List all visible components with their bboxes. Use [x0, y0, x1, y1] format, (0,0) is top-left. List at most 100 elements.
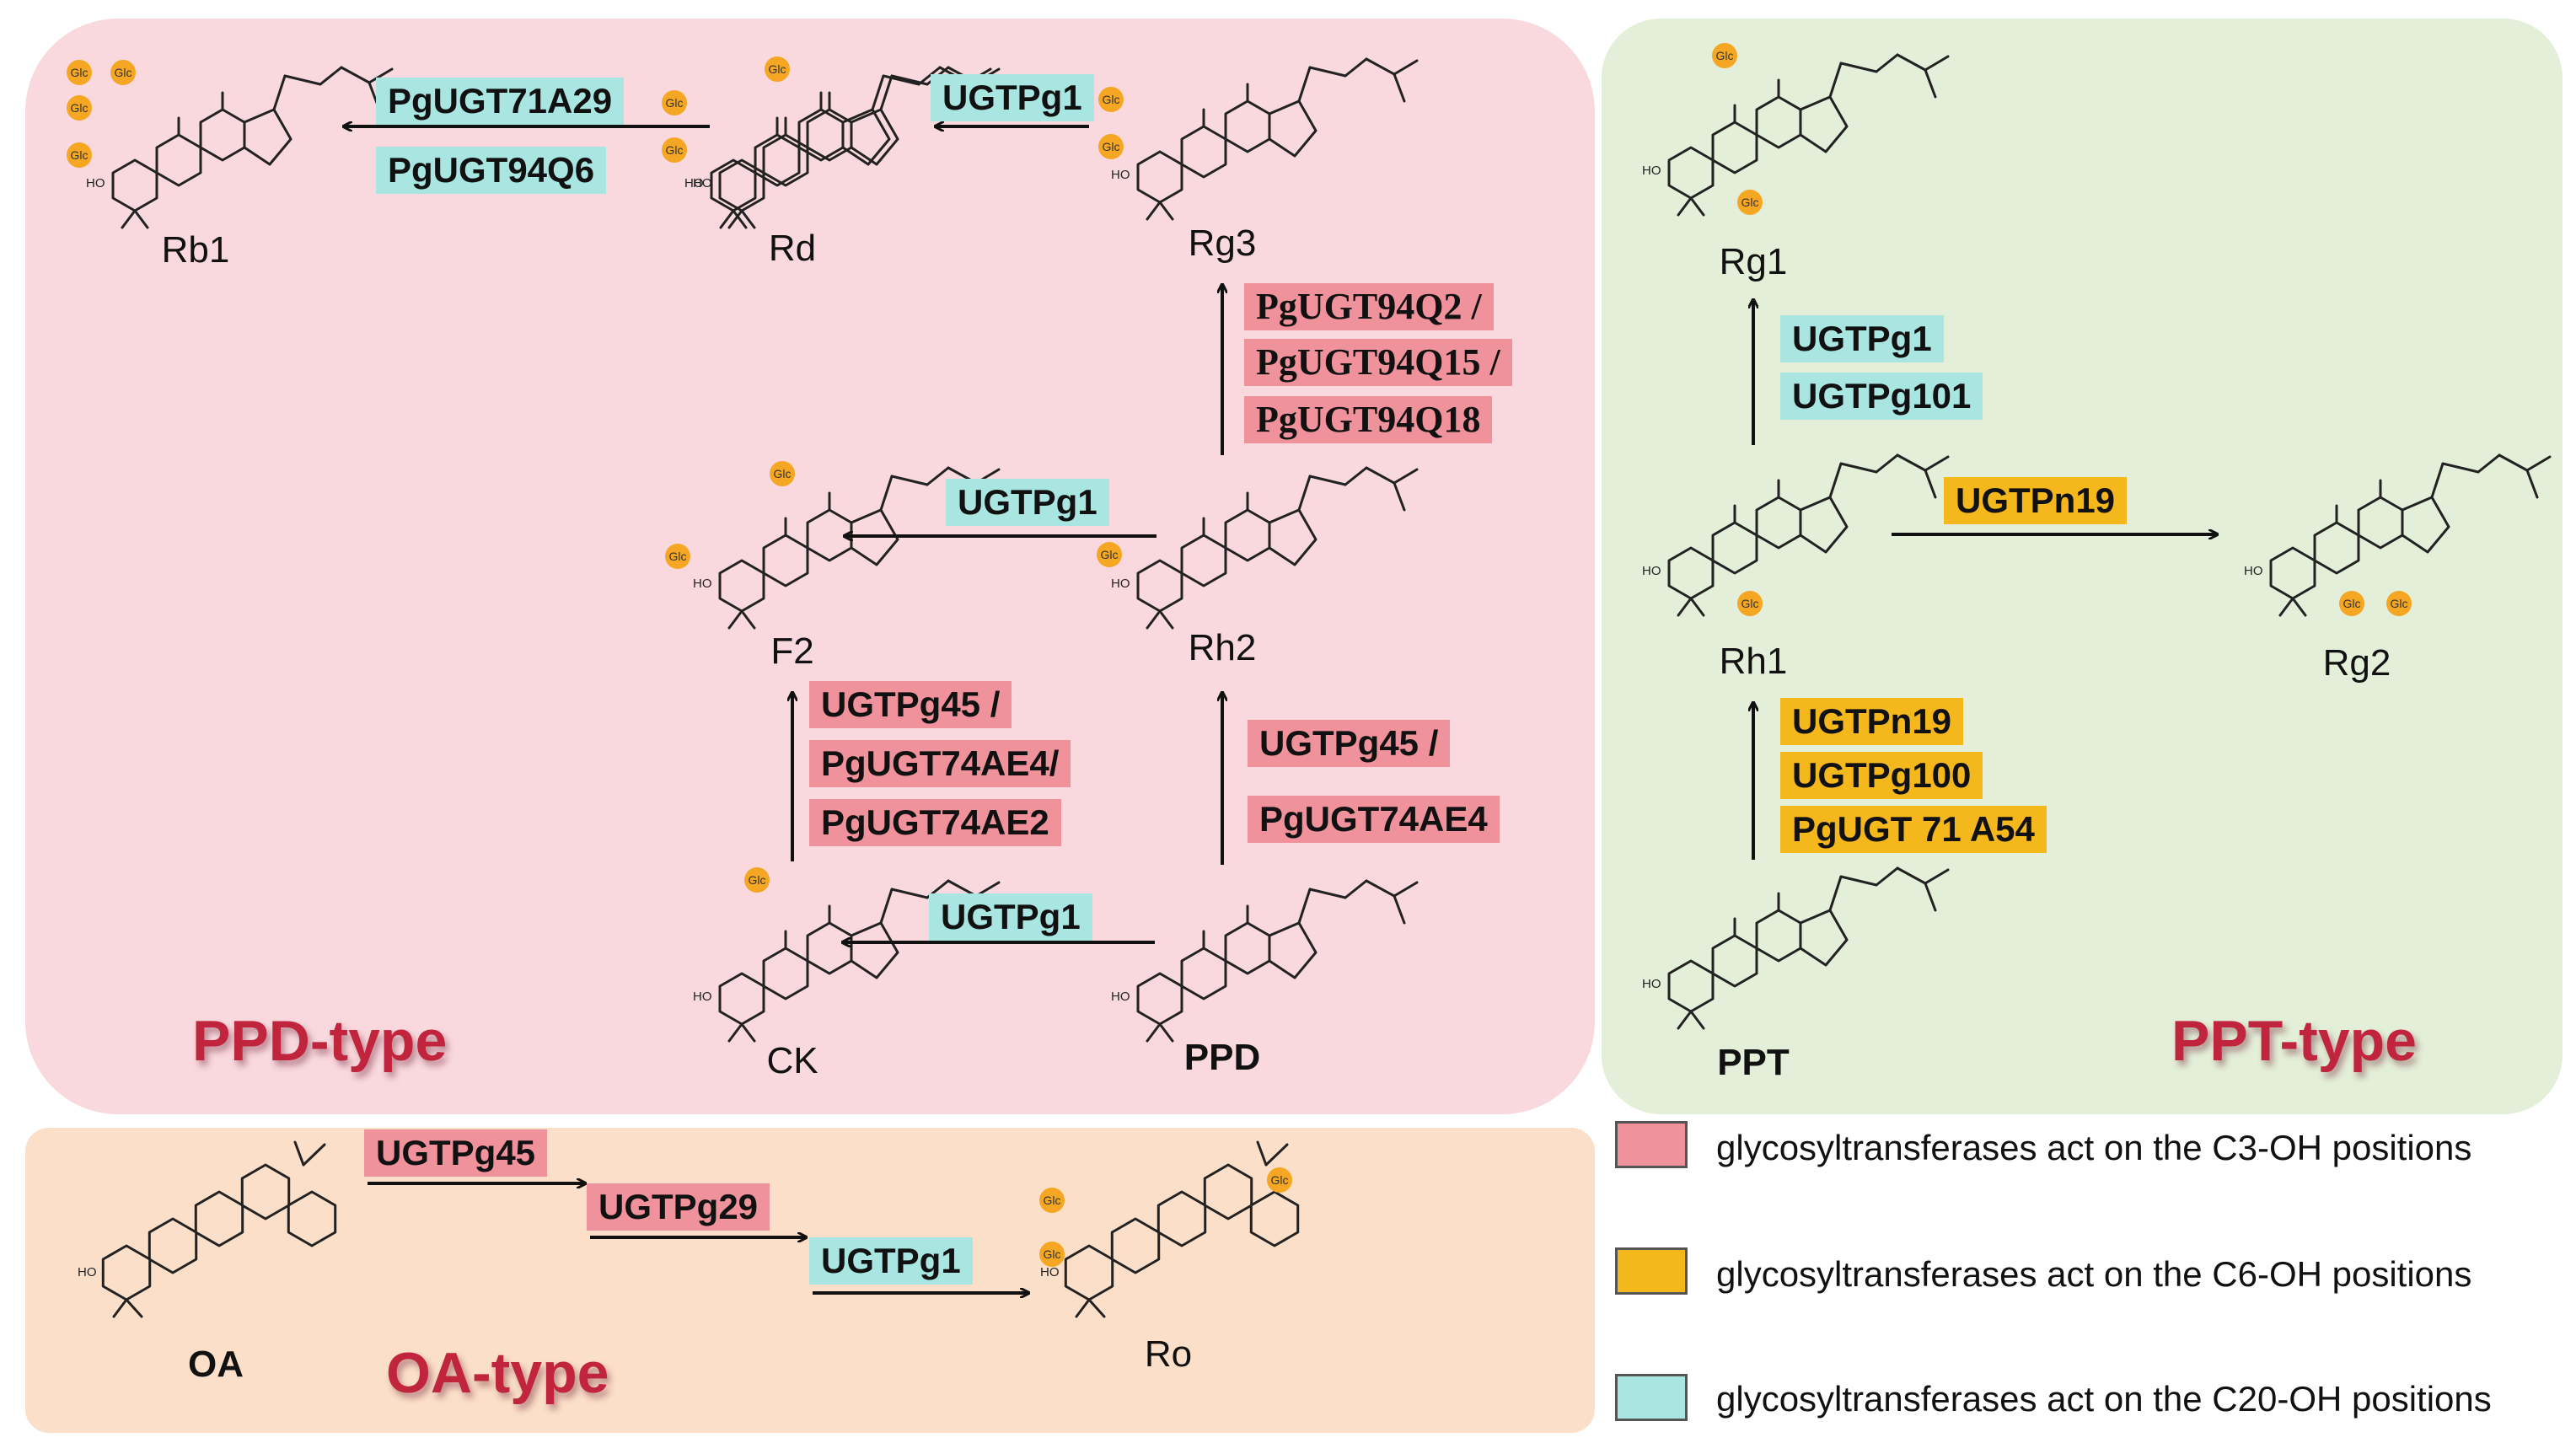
compound-label-rh2: Rh2 [1188, 627, 1257, 668]
svg-text:Glc: Glc [666, 143, 684, 157]
glc-sugar-icon: Glc [744, 867, 770, 893]
legend-text-c6: glycosyltransferases act on the C6-OH po… [1716, 1254, 2472, 1294]
svg-text:HO: HO [693, 990, 712, 1004]
compound-label-ppt: PPT [1717, 1042, 1790, 1083]
ppd-type-panel [25, 19, 1595, 1114]
glc-sugar-icon: Glc [67, 60, 92, 85]
glc-sugar-icon: Glc [1097, 542, 1122, 567]
glc-sugar-icon: Glc [1039, 1188, 1065, 1213]
svg-text:HO: HO [693, 577, 712, 591]
compound-label-ro: Ro [1144, 1333, 1193, 1375]
compound-label-rb1: Rb1 [161, 229, 230, 271]
enzyme-tag: PgUGT94Q18 [1244, 396, 1493, 443]
glc-sugar-icon: Glc [1267, 1167, 1292, 1193]
structure-rh2: HO [1111, 466, 1419, 630]
glc-sugar-icon: Glc [662, 90, 687, 115]
compound-label-rg1: Rg1 [1719, 241, 1788, 282]
enzyme-tag: UGTPg45 / [1248, 720, 1451, 767]
legend-swatch-c6 [1615, 1247, 1688, 1295]
svg-text:Glc: Glc [71, 101, 89, 115]
enzyme-tag: UGTPn19 [1944, 477, 2128, 524]
glc-sugar-icon: Glc [1737, 591, 1763, 616]
glc-sugar-icon: Glc [2339, 591, 2364, 616]
glc-sugar-icon: Glc [1737, 190, 1763, 215]
enzyme-tag: UGTPg100 [1780, 752, 1983, 799]
enzyme-tag: UGTPg1 [1780, 315, 1944, 362]
structure-rg1: HO [1642, 53, 1950, 217]
legend-text-c20: glycosyltransferases act on the C20-OH p… [1716, 1379, 2492, 1419]
svg-text:HO: HO [684, 176, 704, 190]
glc-sugar-icon: Glc [770, 461, 795, 486]
svg-text:HO: HO [1642, 977, 1661, 991]
svg-text:Glc: Glc [1716, 49, 1734, 62]
enzyme-tag: PgUGT94Q15 / [1244, 339, 1512, 386]
enzyme-tag: PgUGT74AE2 [809, 799, 1061, 846]
compound-label-rh1: Rh1 [1719, 641, 1788, 682]
glc-sugar-icon: Glc [67, 142, 92, 168]
compound-label-f2: F2 [770, 630, 814, 672]
svg-text:Glc: Glc [71, 148, 89, 162]
enzyme-tag: UGTPg29 [587, 1183, 770, 1231]
glc-sugar-icon: Glc [1098, 134, 1124, 159]
glc-sugar-icon: Glc [662, 137, 687, 163]
svg-text:Glc: Glc [1271, 1173, 1289, 1187]
enzyme-tag: UGTPg1 [929, 893, 1092, 941]
svg-text:HO: HO [1040, 1265, 1060, 1279]
svg-text:Glc: Glc [669, 550, 687, 563]
enzyme-tag: UGTPg101 [1780, 373, 1983, 420]
glc-sugar-icon: Glc [110, 60, 136, 85]
svg-text:Glc: Glc [1044, 1247, 1061, 1261]
enzyme-tag: UGTPn19 [1780, 698, 1964, 745]
enzyme-tag: UGTPg1 [809, 1237, 973, 1285]
svg-text:Glc: Glc [1741, 196, 1759, 209]
svg-text:Glc: Glc [666, 96, 684, 110]
svg-text:HO: HO [86, 176, 105, 190]
svg-text:Glc: Glc [1103, 140, 1120, 153]
enzyme-tag: UGTPg1 [946, 479, 1109, 526]
structure-oa: HO [78, 1140, 337, 1318]
svg-text:HO: HO [1111, 990, 1130, 1004]
svg-text:Glc: Glc [749, 873, 766, 887]
svg-text:Glc: Glc [1101, 548, 1119, 561]
svg-text:HO: HO [78, 1265, 97, 1279]
structure-rb1: HO [86, 66, 394, 229]
svg-text:Glc: Glc [1741, 597, 1759, 610]
structure-f2: HO [693, 466, 1001, 630]
legend-swatch-c20 [1615, 1374, 1688, 1421]
glc-sugar-icon: Glc [67, 95, 92, 121]
svg-text:Glc: Glc [769, 62, 786, 76]
enzyme-tag: PgUGT71A29 [376, 78, 625, 125]
enzyme-tag: PgUGT94Q6 [376, 147, 607, 194]
structure-ro: HO [1040, 1140, 1300, 1318]
svg-text:HO: HO [1111, 168, 1130, 182]
glc-sugar-icon: Glc [665, 544, 690, 569]
glc-sugar-icon: Glc [1098, 87, 1124, 112]
structure-ppd: HO [1111, 879, 1419, 1043]
enzyme-tag: PgUGT 71 A54 [1780, 806, 2047, 853]
enzyme-tag: PgUGT74AE4 [1248, 796, 1500, 843]
svg-text:HO: HO [1642, 564, 1661, 578]
svg-text:HO: HO [1111, 577, 1130, 591]
ppd-type-title: PPD-type [192, 1009, 448, 1073]
enzyme-tag: PgUGT74AE4/ [809, 740, 1071, 787]
glc-sugar-icon: Glc [1712, 43, 1737, 68]
structure-rd: HO [693, 66, 1001, 229]
structure-rh1: HO [1642, 453, 1950, 617]
svg-text:Glc: Glc [2343, 597, 2361, 610]
svg-text:Glc: Glc [774, 467, 792, 480]
svg-text:Glc: Glc [71, 66, 89, 79]
enzyme-tag: UGTPg45 [364, 1129, 548, 1177]
svg-text:Glc: Glc [1044, 1194, 1061, 1207]
svg-text:Glc: Glc [1103, 93, 1120, 106]
oa-type-title: OA-type [386, 1341, 609, 1405]
svg-text:Glc: Glc [115, 66, 132, 79]
enzyme-tag: UGTPg45 / [809, 681, 1012, 728]
compound-label-oa: OA [188, 1344, 244, 1385]
svg-text:HO: HO [1642, 164, 1661, 178]
ppt-type-title: PPT-type [2171, 1009, 2417, 1073]
structure-rg3: HO [1111, 57, 1419, 221]
glc-sugar-icon: Glc [1039, 1242, 1065, 1267]
compound-label-ck: CK [766, 1040, 818, 1081]
compound-label-rd: Rd [768, 228, 817, 269]
